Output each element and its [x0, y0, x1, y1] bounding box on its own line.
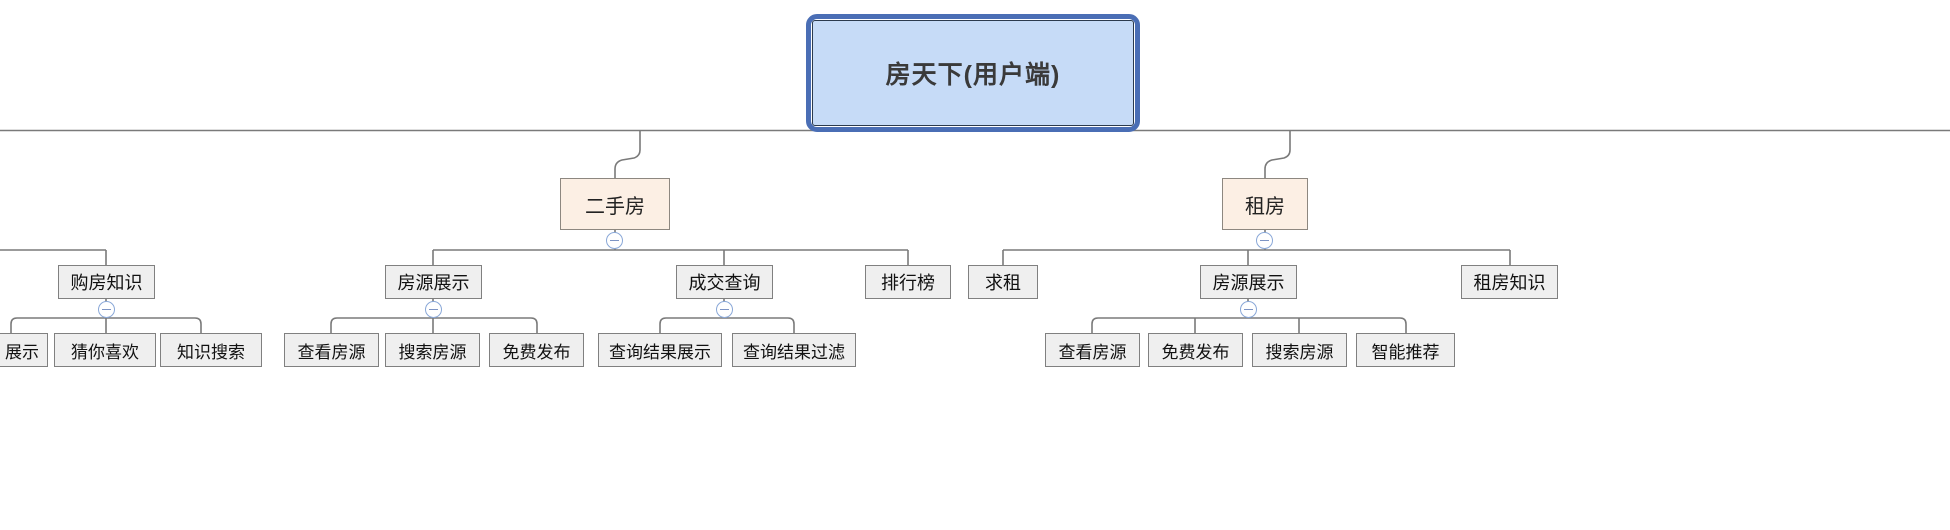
node-label: 成交查询 — [688, 273, 761, 293]
node-label: 房源展示 — [1212, 273, 1285, 293]
leaf-caini-xihuan[interactable]: 猜你喜欢 — [54, 333, 156, 367]
leaf-label: 猜你喜欢 — [71, 342, 139, 362]
collapse-toggle-es-chengjiao-chaxun[interactable] — [716, 301, 733, 318]
collapse-toggle-es-fangyuan-zhanshi[interactable] — [425, 301, 442, 318]
node-zf-qiuzu[interactable]: 求租 — [968, 265, 1038, 299]
category-node-zufang[interactable]: 租房 — [1222, 178, 1308, 230]
leaf-label: 查看房源 — [297, 342, 366, 362]
bus-goufang-zhishi-leaves — [10, 317, 202, 333]
wire-trunk-to-ershoufang — [614, 131, 641, 178]
leaf-label: 搜索房源 — [1265, 342, 1334, 362]
node-zf-zufang-zhishi[interactable]: 租房知识 — [1461, 265, 1558, 299]
collapse-toggle-goufang-zhishi[interactable] — [98, 301, 115, 318]
bus-es-fangyuan-leaves — [330, 317, 538, 333]
leaf-label: 免费发布 — [502, 342, 571, 362]
bus-zf-fangyuan-leaves — [1091, 317, 1407, 333]
leaf-zf-chakan-fangyuan[interactable]: 查看房源 — [1045, 333, 1140, 367]
node-goufang-zhishi[interactable]: 购房知识 — [58, 265, 155, 299]
leaf-label: 查询结果过滤 — [743, 342, 845, 362]
node-label: 购房知识 — [70, 273, 143, 293]
leaf-es-mianfei-fabu[interactable]: 免费发布 — [489, 333, 584, 367]
leaf-label: 查询结果展示 — [609, 342, 711, 362]
node-label: 租房知识 — [1473, 273, 1546, 293]
collapse-toggle-ershoufang[interactable] — [606, 232, 623, 249]
node-label: 求租 — [985, 273, 1021, 293]
leaf-label: 搜索房源 — [398, 342, 467, 362]
node-es-paihangbang[interactable]: 排行榜 — [865, 265, 951, 299]
collapse-toggle-zf-fangyuan-zhanshi[interactable] — [1240, 301, 1257, 318]
category-node-label: 租房 — [1245, 195, 1285, 218]
leaf-es-jieguo-guolv[interactable]: 查询结果过滤 — [732, 333, 856, 367]
leaf-label: 查看房源 — [1058, 342, 1127, 362]
leaf-zf-sousuo-fangyuan[interactable]: 搜索房源 — [1252, 333, 1347, 367]
node-label: 排行榜 — [881, 273, 935, 293]
root-node-label: 房天下(用户端) — [885, 61, 1061, 89]
leaf-label: 免费发布 — [1161, 342, 1230, 362]
leaf-label: 智能推荐 — [1371, 342, 1440, 362]
node-zf-fangyuan-zhanshi[interactable]: 房源展示 — [1200, 265, 1297, 299]
leaf-es-chakan-fangyuan[interactable]: 查看房源 — [284, 333, 379, 367]
collapse-toggle-zufang[interactable] — [1256, 232, 1273, 249]
category-node-ershoufang[interactable]: 二手房 — [560, 178, 670, 230]
leaf-zf-zhineng-tuijian[interactable]: 智能推荐 — [1356, 333, 1455, 367]
bus-es-chengjiao-leaves — [659, 317, 795, 333]
node-es-fangyuan-zhanshi[interactable]: 房源展示 — [385, 265, 482, 299]
root-node[interactable]: 房天下(用户端) — [812, 20, 1134, 126]
leaf-es-jieguo-zhanshi[interactable]: 查询结果展示 — [598, 333, 722, 367]
leaf-label: 知识搜索 — [177, 342, 245, 362]
wire-trunk-to-zufang — [1264, 131, 1291, 178]
leaf-zhanshi[interactable]: 展示 — [0, 333, 48, 367]
node-es-chengjiao-chaxun[interactable]: 成交查询 — [676, 265, 773, 299]
node-label: 房源展示 — [397, 273, 470, 293]
leaf-label: 展示 — [5, 342, 39, 362]
leaf-zf-mianfei-fabu[interactable]: 免费发布 — [1148, 333, 1243, 367]
category-node-label: 二手房 — [585, 195, 645, 218]
leaf-es-sousuo-fangyuan[interactable]: 搜索房源 — [385, 333, 480, 367]
leaf-zhishi-sousuo[interactable]: 知识搜索 — [160, 333, 262, 367]
